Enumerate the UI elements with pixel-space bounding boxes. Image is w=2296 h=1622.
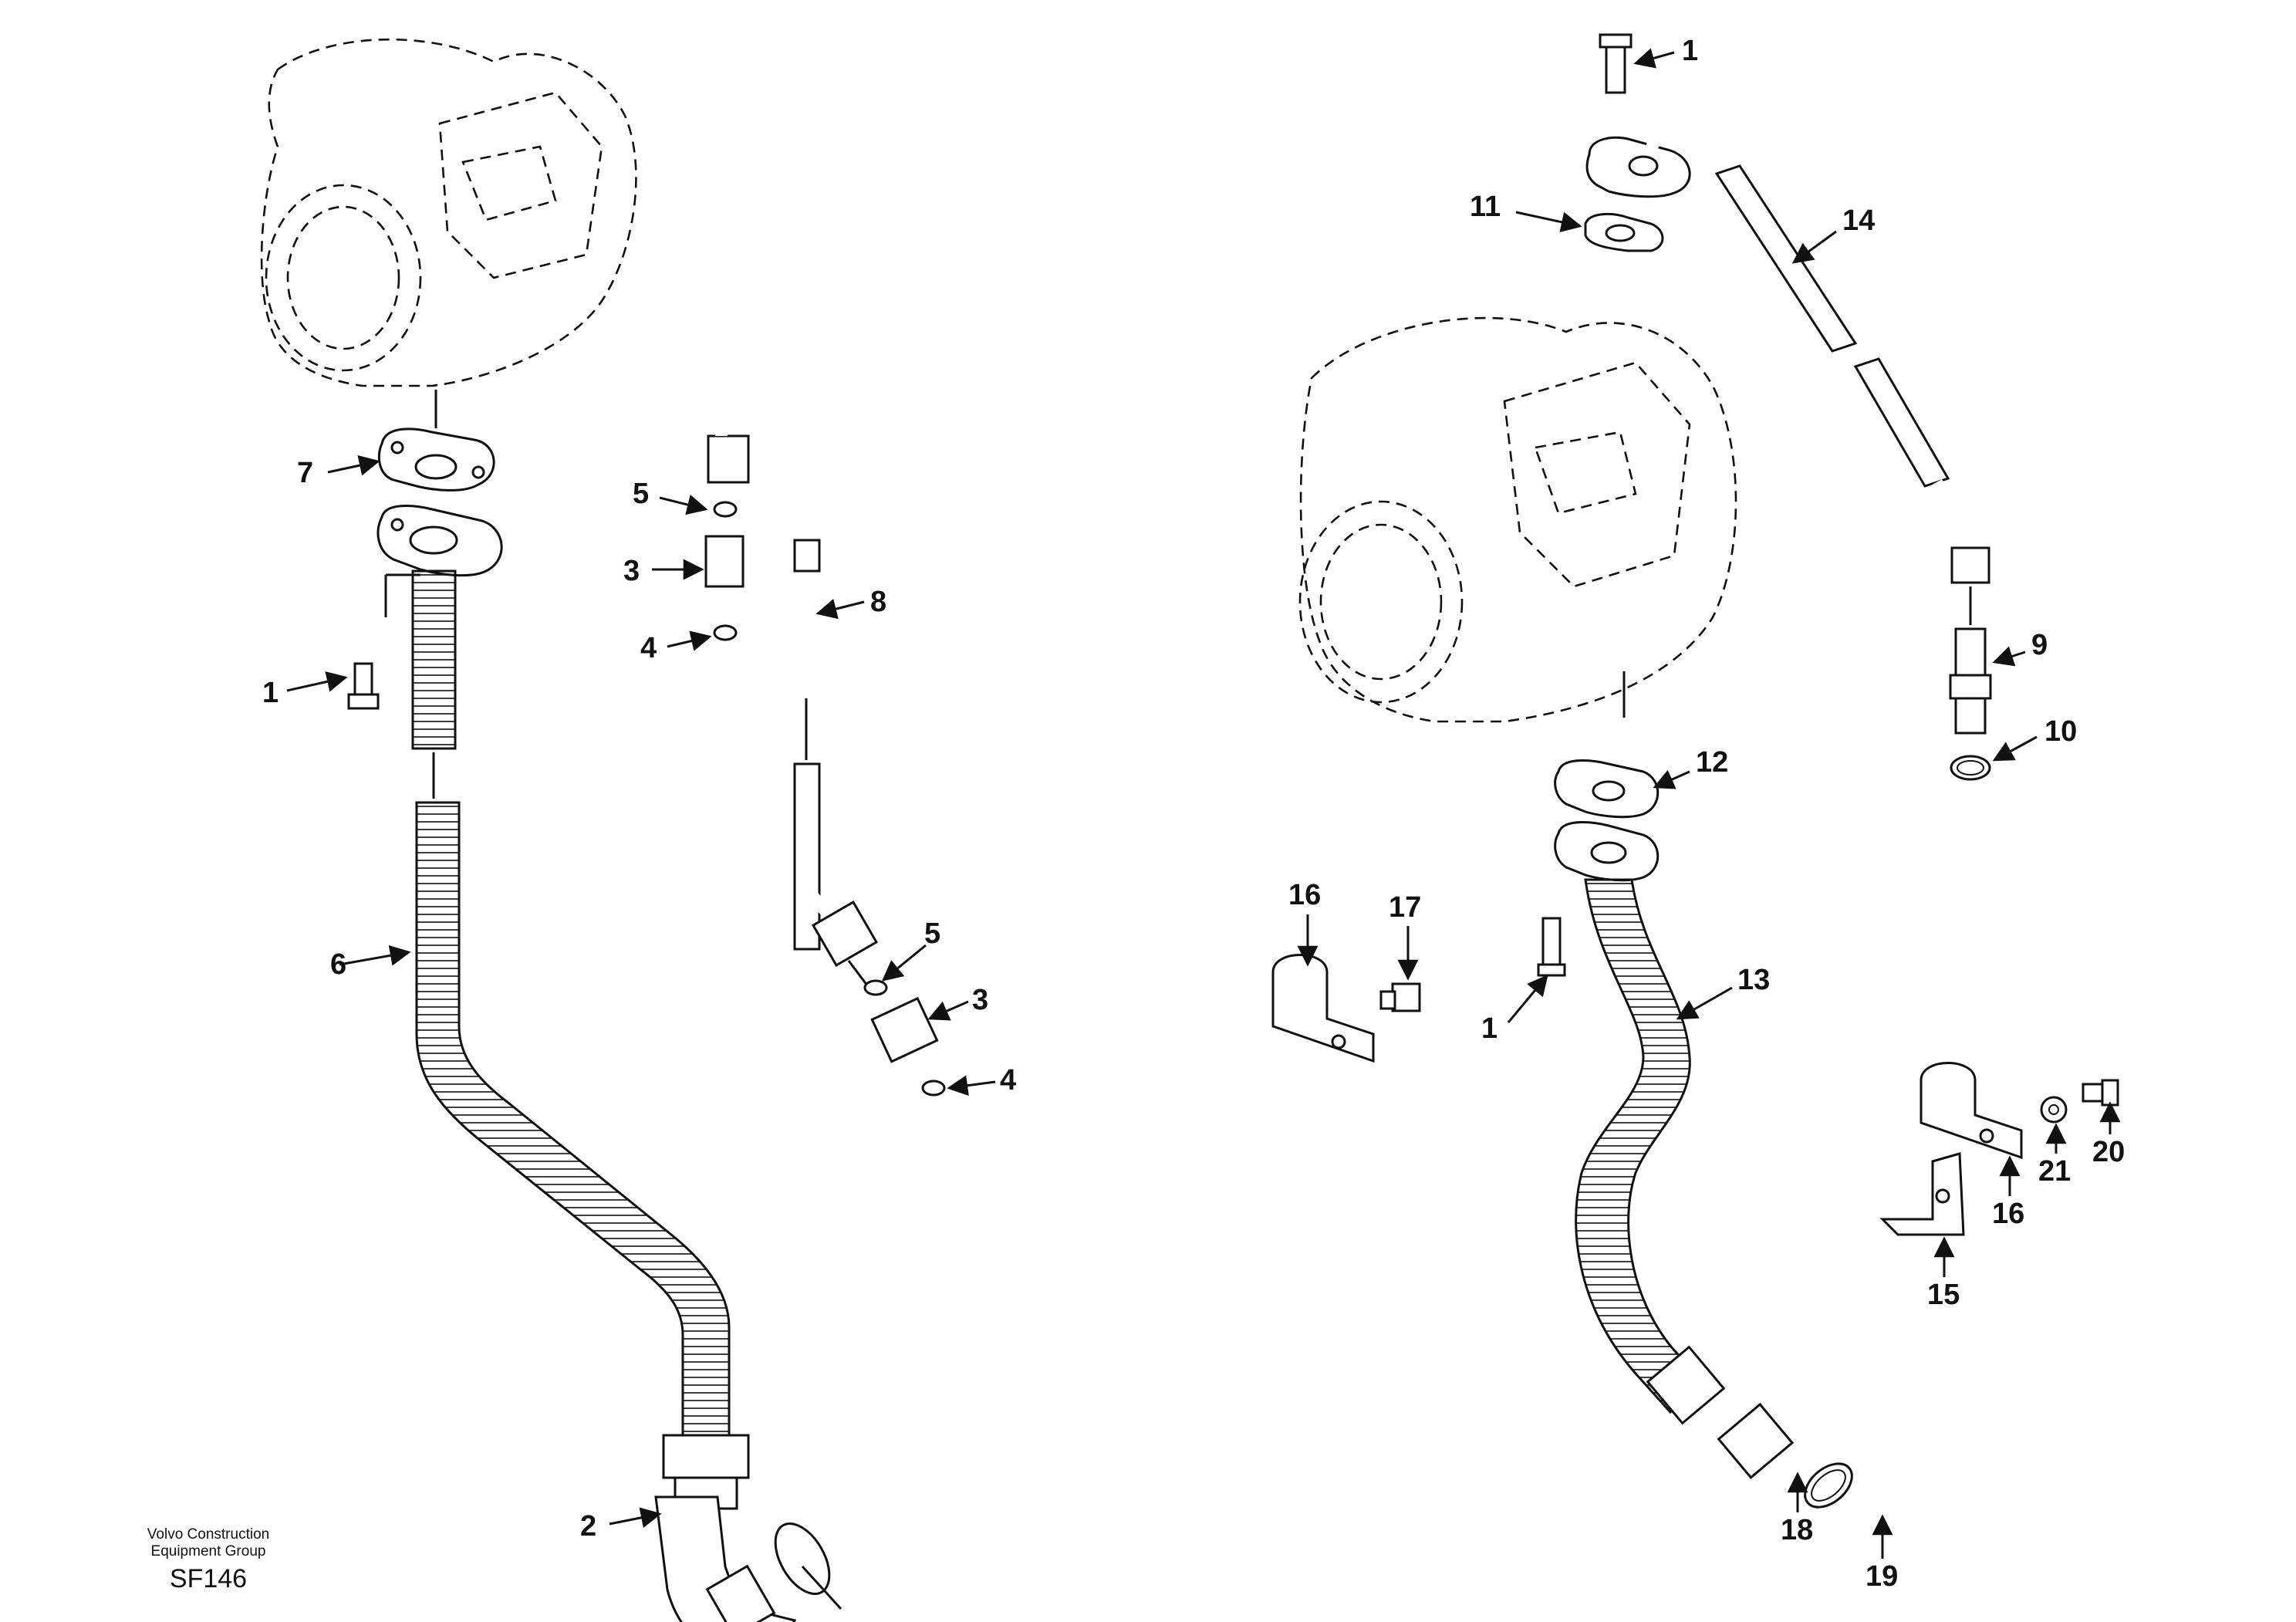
callout-18: 18 <box>1781 1514 1813 1546</box>
callout-5-upper: 5 <box>633 478 649 510</box>
gasket-7 <box>377 427 495 492</box>
callout-2: 2 <box>580 1510 596 1543</box>
company-name-line1: Volvo Construction <box>147 1526 270 1543</box>
callout-19: 19 <box>1866 1560 1898 1593</box>
callout-3-upper: 3 <box>623 555 640 587</box>
callout-14: 14 <box>1842 204 1875 237</box>
elbow-fitting-2 <box>654 1495 842 1622</box>
callout-8: 8 <box>870 586 886 618</box>
clamp-16-left <box>1271 954 1421 1063</box>
company-name-line2: Equipment Group <box>150 1543 266 1559</box>
callout-labels: 1 2 3 4 5 6 7 8 5 3 4 1 11 14 9 10 12 16… <box>262 35 2125 1593</box>
oil-feed-hose-8 <box>704 369 946 1097</box>
callout-1-left: 1 <box>262 677 279 709</box>
callout-15: 15 <box>1927 1279 1960 1311</box>
callout-5-lower: 5 <box>924 917 940 950</box>
callout-4-lower: 4 <box>1000 1064 1016 1097</box>
callout-leaders <box>286 48 2121 1559</box>
callout-16-right: 16 <box>1992 1198 2024 1230</box>
bolt-1-left <box>347 662 380 710</box>
callout-16-left: 16 <box>1288 879 1321 911</box>
figure-code: SF146 <box>169 1564 248 1593</box>
turbocharger-right-phantom <box>1298 316 1737 723</box>
callout-17: 17 <box>1389 891 1421 924</box>
gasket-11 <box>1584 213 1664 252</box>
callout-21: 21 <box>2038 1155 2071 1188</box>
callout-11: 11 <box>1470 191 1501 223</box>
connector-9 <box>1949 586 1992 781</box>
callout-10: 10 <box>2044 715 2077 748</box>
callout-12: 12 <box>1696 746 1728 779</box>
publisher-footer: Volvo Construction Equipment Group SF146 <box>93 1526 324 1594</box>
callout-20: 20 <box>2092 1136 2125 1168</box>
callout-7: 7 <box>297 457 313 489</box>
turbocharger-left-phantom <box>260 38 637 428</box>
oil-return-pipe-6 <box>376 505 750 1510</box>
callout-3-lower: 3 <box>972 984 988 1016</box>
callout-9: 9 <box>2031 629 2048 661</box>
bracket-clamp-set-right <box>1879 1062 2119 1236</box>
callout-1-top-right: 1 <box>1682 35 1698 67</box>
callout-6: 6 <box>330 948 346 981</box>
callout-1-right: 1 <box>1481 1012 1497 1045</box>
callout-4-upper: 4 <box>640 632 657 664</box>
oil-feed-hose-14 <box>1585 33 1990 584</box>
callout-13: 13 <box>1737 964 1770 996</box>
oil-return-pipe-13 <box>1537 759 1853 1509</box>
